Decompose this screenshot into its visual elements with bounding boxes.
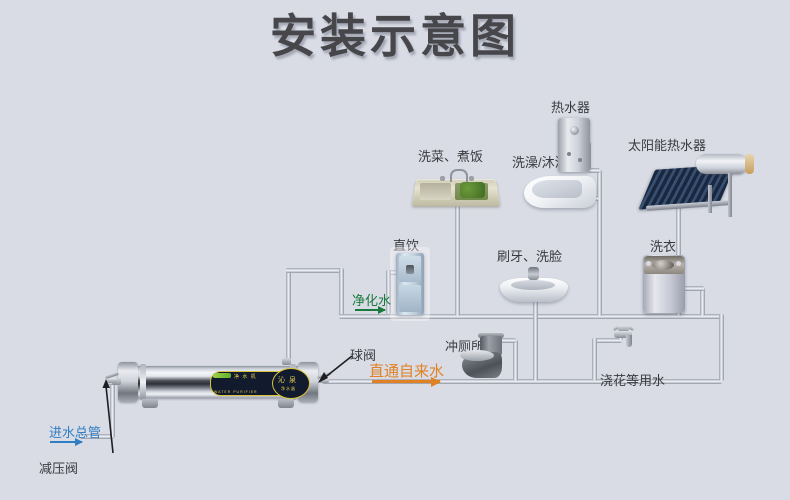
pressure-valve-leader-line: [102, 379, 114, 454]
sink-basin-left: [420, 183, 451, 200]
pipe-riser-bath: [597, 170, 602, 316]
purifier-badge-line1: 净 水 机: [234, 374, 257, 380]
pipe-toilet-feed: [513, 340, 518, 381]
dispenser-lower-panel: [399, 285, 421, 312]
pipe-washer-feed: [700, 288, 705, 316]
solar-leg-front: [708, 185, 712, 213]
heater-indicator-1: [567, 152, 571, 156]
solar-heater-label: 太阳能热水器: [628, 138, 707, 153]
solar-leg-back: [728, 173, 732, 217]
purifier-outlet-port: [282, 358, 291, 365]
toilet-icon: [460, 333, 510, 381]
solar-water-heater-icon: [638, 154, 754, 217]
purifier-foot-left: [142, 399, 158, 408]
heater-knob: [570, 126, 579, 135]
basin-faucet: [528, 267, 539, 280]
pipe-mainline-tap: [322, 379, 722, 384]
bathtub-icon: [524, 172, 596, 212]
garden-faucet-spout: [626, 335, 632, 347]
purified-water-label: 净化水: [352, 293, 392, 308]
garden-faucet-handle[interactable]: [618, 325, 629, 332]
sink-faucet: [450, 169, 468, 182]
ball-valve[interactable]: [316, 371, 332, 386]
bathtub-label: 洗澡/沐浴: [512, 155, 568, 170]
inlet-arrow-icon: [50, 438, 83, 446]
purified-water-arrow-icon: [355, 306, 386, 314]
water-dispenser-icon: [390, 247, 430, 321]
pressure-valve-label: 减压阀: [39, 461, 79, 476]
sink-knob-left: [440, 176, 445, 181]
central-water-purifier[interactable]: 净 水 机 WATER PURIFIER 沁 泉 净水器: [112, 358, 318, 408]
kitchen-sink-icon: [411, 168, 501, 212]
purifier-brand-mark: 沁 泉: [278, 377, 297, 384]
water-heater-label: 热水器: [551, 100, 591, 115]
purifier-foot-right: [278, 399, 294, 408]
purifier-brand-chip: [213, 373, 231, 378]
garden-tap-label: 浇花等用水: [600, 373, 666, 388]
pipe-gardentap-feed: [592, 338, 622, 343]
heater-indicator-2: [578, 158, 582, 162]
purifier-badge-line2: WATER PURIFIER: [214, 390, 258, 394]
wash-basin-icon: [500, 267, 568, 304]
pipe-washer-stub: [682, 286, 704, 291]
solar-tank: [696, 154, 748, 174]
purifier-brand-medallion: [272, 368, 310, 399]
page-title: 安装示意图: [270, 10, 520, 62]
sink-knob-right: [469, 176, 474, 181]
inlet-label: 进水总管: [49, 425, 102, 440]
solar-tank-cap: [745, 154, 754, 174]
pipe-upper-header: [414, 314, 722, 319]
toilet-tank-lid: [478, 333, 504, 338]
pipe-sink-feed: [455, 206, 460, 216]
washer-control-right: [676, 261, 681, 266]
pipe-purified-riser: [286, 268, 291, 364]
direct-tap-water-arrow-icon: [372, 377, 441, 387]
toilet-seat: [460, 350, 494, 361]
washer-control-left: [646, 261, 651, 266]
pipe-dispenser-stub: [386, 270, 391, 314]
pressure-reducing-valve[interactable]: [104, 371, 120, 386]
pipe-riser-right-end: [719, 314, 724, 381]
ball-valve-label: 球阀: [350, 348, 377, 363]
ball-valve-leader-line: [318, 355, 353, 383]
pipe-heater-feed: [588, 168, 600, 173]
garden-faucet-body: [614, 331, 632, 338]
purifier-brand-sub: 净水器: [281, 386, 296, 391]
dispenser-label: 直饮: [393, 238, 420, 253]
pipe-toilet-stub: [497, 338, 516, 343]
pipe-inlet-riser: [110, 382, 115, 438]
ball-valve-body: [319, 378, 329, 383]
pipe-gardentap-riser: [592, 338, 597, 381]
pipe-inlet-horizontal: [80, 434, 114, 439]
washing-machine-icon: [643, 255, 685, 313]
basin-label: 刷牙、洗脸: [497, 249, 563, 264]
dispenser-tap[interactable]: [406, 265, 414, 274]
pipe-purified-drop: [339, 268, 344, 318]
pressure-valve-body: [107, 378, 117, 383]
purifier-clamp-left: [140, 364, 146, 400]
basin-interior: [511, 280, 555, 290]
pipe-riser-sink: [455, 212, 460, 316]
direct-tap-water-label: 直通自来水: [369, 363, 445, 380]
sink-vegetables: [460, 182, 485, 198]
washer-drum: [652, 260, 674, 270]
gas-water-heater-icon: [558, 118, 590, 172]
kitchen-sink-label: 洗菜、煮饭: [418, 149, 484, 164]
pipe-purified-top: [286, 268, 344, 273]
garden-faucet-icon: [610, 325, 638, 351]
purifier-cap-left: [118, 362, 138, 402]
pipe-riser-basin: [533, 300, 538, 381]
bathtub-interior: [532, 180, 582, 198]
pipe-basin-drop: [533, 300, 538, 314]
washer-label: 洗衣: [650, 239, 677, 254]
pipe-purified-branch: [339, 314, 415, 319]
